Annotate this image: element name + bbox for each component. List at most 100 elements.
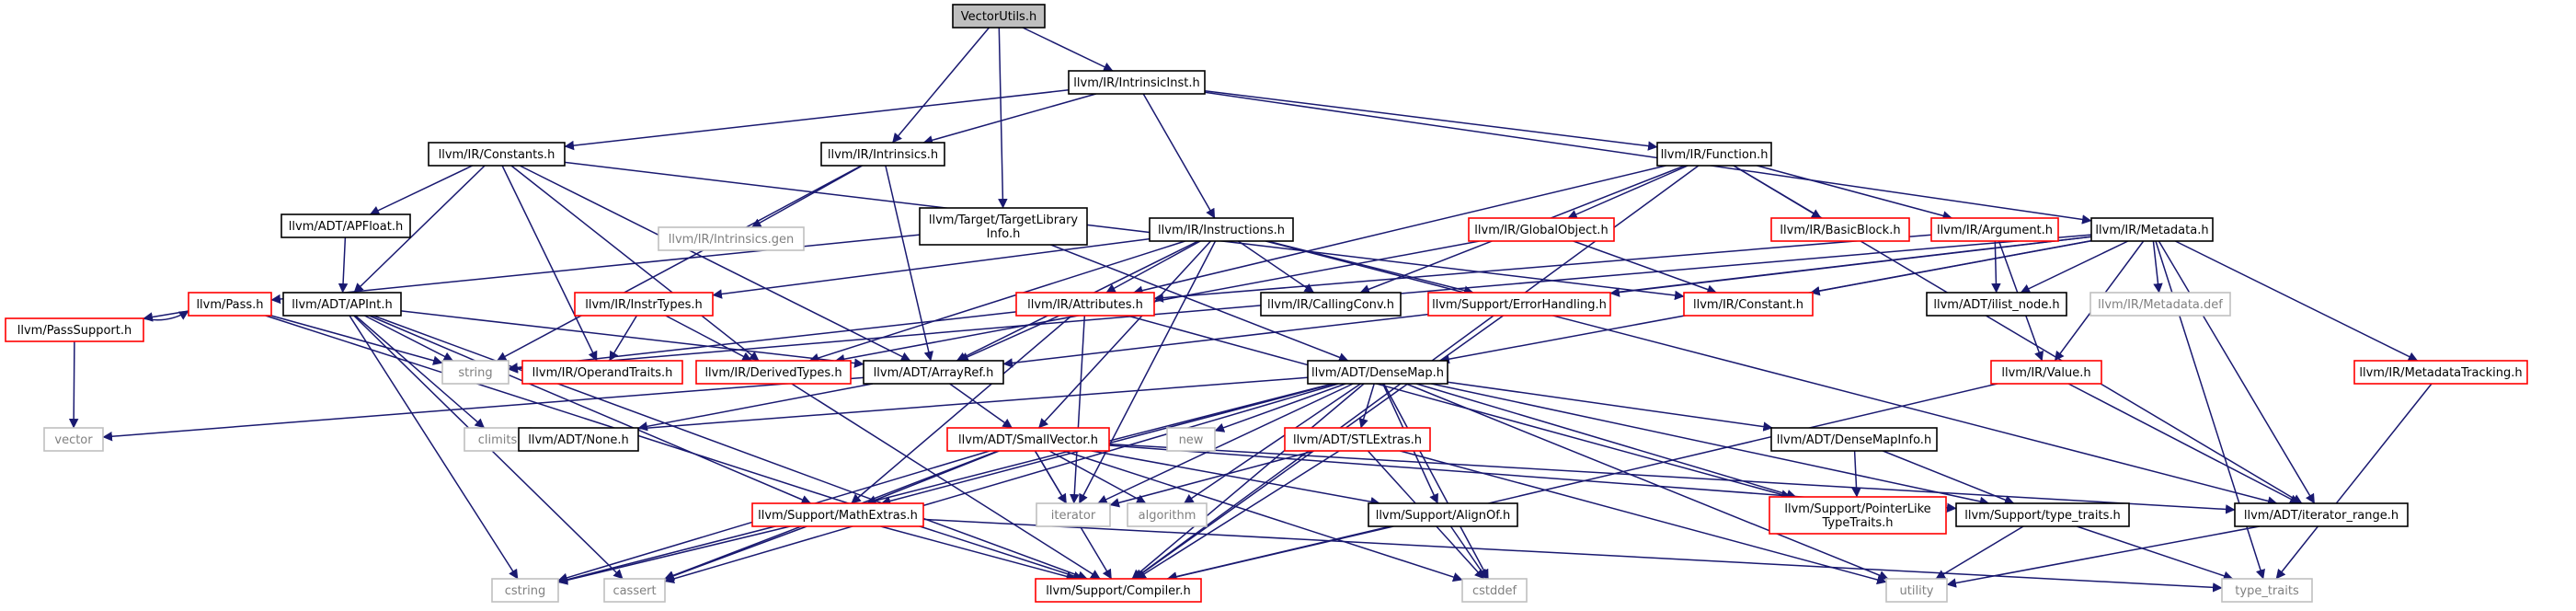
node-typetraitsh[interactable]: llvm/Support/type_traits.h xyxy=(1955,502,2130,527)
edge-densemapinfo-to-pointerlike xyxy=(1851,450,1861,498)
node-box-passsupport xyxy=(5,317,144,342)
node-label-intrinsics: llvm/IR/Intrinsics.h xyxy=(828,148,938,162)
edge-targetlib-to-pass xyxy=(270,234,921,305)
nodes-layer: VectorUtils.h llvm/IR/IntrinsicInst.h llvm… xyxy=(5,4,2528,603)
node-intrinsicinst[interactable]: llvm/IR/IntrinsicInst.h xyxy=(1068,70,1206,95)
node-label-cstddef: cstddef xyxy=(1472,584,1517,598)
edge-instructions-to-derivedtypes xyxy=(808,240,1185,363)
node-constants[interactable]: llvm/IR/Constants.h xyxy=(428,142,566,167)
node-errorhandling[interactable]: llvm/Support/ErrorHandling.h xyxy=(1427,292,1611,317)
node-box-intrinsicinst xyxy=(1068,70,1206,95)
node-iteratorrange[interactable]: llvm/ADT/iterator_range.h xyxy=(2234,502,2409,527)
node-apint[interactable]: llvm/ADT/APInt.h xyxy=(282,292,402,317)
edge-argument-to-ilistnode xyxy=(1991,240,2001,294)
node-alignof[interactable]: llvm/Support/AlignOf.h xyxy=(1368,502,1518,527)
node-irvalue[interactable]: llvm/IR/Value.h xyxy=(1990,360,2102,385)
node-box-arrayref xyxy=(863,360,1004,385)
edge-constants-to-operandtraits xyxy=(501,165,598,362)
node-passsupport[interactable]: llvm/PassSupport.h xyxy=(5,317,144,342)
node-basicblock[interactable]: llvm/IR/BasicBlock.h xyxy=(1770,217,1910,242)
node-densemapinfo[interactable]: llvm/ADT/DenseMapInfo.h xyxy=(1770,427,1938,452)
node-ilistnode[interactable]: llvm/ADT/ilist_node.h xyxy=(1926,292,2067,317)
node-label-iteratorrange: llvm/ADT/iterator_range.h xyxy=(2244,509,2399,523)
node-irconstant[interactable]: llvm/IR/Constant.h xyxy=(1683,292,1814,317)
edge-apint-to-cstring xyxy=(349,315,519,580)
edge-smallvector-to-cstddef xyxy=(1063,450,1463,582)
node-label-vectorutils: VectorUtils.h xyxy=(961,10,1036,24)
node-cstring: cstring xyxy=(491,578,559,603)
node-operandtraits[interactable]: llvm/IR/OperandTraits.h xyxy=(521,360,683,385)
node-smallvector[interactable]: llvm/ADT/SmallVector.h xyxy=(946,427,1110,452)
node-label-instrtypes: llvm/IR/InstrTypes.h xyxy=(585,298,703,312)
node-stlextras[interactable]: llvm/ADT/STLExtras.h xyxy=(1284,427,1431,452)
node-globalobject[interactable]: llvm/IR/GlobalObject.h xyxy=(1468,217,1615,242)
node-box-metadata xyxy=(2090,217,2214,242)
edge-constants-to-apfloat xyxy=(369,165,474,215)
node-label-utility: utility xyxy=(1900,584,1934,598)
node-label-operandtraits: llvm/IR/OperandTraits.h xyxy=(532,366,673,380)
node-metadatatracking[interactable]: llvm/IR/MetadataTracking.h xyxy=(2353,360,2528,385)
node-label-globalobject: llvm/IR/GlobalObject.h xyxy=(1474,224,1608,237)
node-iterator: iterator xyxy=(1036,502,1111,527)
edge-irvalue-to-iteratorrange xyxy=(2067,383,2300,504)
node-box-stlextras xyxy=(1284,427,1431,452)
node-box-argument xyxy=(1930,217,2059,242)
node-label-intrinsicsgen: llvm/IR/Intrinsics.gen xyxy=(669,233,795,247)
node-label-pointerlike: TypeTraits.h xyxy=(1821,516,1893,530)
edge-apint-to-compiler xyxy=(372,315,1088,581)
node-box-pointerlike xyxy=(1769,496,1947,535)
node-box-metadatadef xyxy=(2089,292,2231,317)
node-label-iterator: iterator xyxy=(1051,509,1096,523)
node-pass[interactable]: llvm/Pass.h xyxy=(188,292,272,317)
node-derivedtypes[interactable]: llvm/IR/DerivedTypes.h xyxy=(695,360,852,385)
node-intrinsics[interactable]: llvm/IR/Intrinsics.h xyxy=(820,142,945,167)
node-label-irconstant: llvm/IR/Constant.h xyxy=(1693,298,1803,312)
node-densemap[interactable]: llvm/ADT/DenseMap.h xyxy=(1307,360,1448,385)
node-apfloat[interactable]: llvm/ADT/APFloat.h xyxy=(280,213,411,238)
node-vectorutils[interactable]: VectorUtils.h xyxy=(952,4,1046,29)
node-intrinsicsgen: llvm/IR/Intrinsics.gen xyxy=(658,226,805,251)
node-label-ilistnode: llvm/ADT/ilist_node.h xyxy=(1933,298,2059,312)
node-label-algorithm: algorithm xyxy=(1139,509,1196,523)
node-box-alignof xyxy=(1368,502,1518,527)
edge-intrinsics-to-arrayref xyxy=(885,165,933,362)
edge-function-to-globalobject xyxy=(1567,165,1689,219)
node-label-apfloat: llvm/ADT/APFloat.h xyxy=(289,220,403,234)
node-label-basicblock: llvm/IR/BasicBlock.h xyxy=(1780,224,1900,237)
edge-arrayref-to-none xyxy=(637,383,874,432)
edge-densemap-to-cassert xyxy=(664,383,1339,584)
node-attributes[interactable]: llvm/IR/Attributes.h xyxy=(1015,292,1155,317)
node-box-string xyxy=(441,360,509,385)
node-instructions[interactable]: llvm/IR/Instructions.h xyxy=(1149,217,1294,242)
node-metadata[interactable]: llvm/IR/Metadata.h xyxy=(2090,217,2214,242)
node-mathextras[interactable]: llvm/Support/MathExtras.h xyxy=(751,502,924,527)
node-function[interactable]: llvm/IR/Function.h xyxy=(1656,142,1772,167)
edge-densemap-to-new xyxy=(1214,383,1346,432)
node-label-arrayref: llvm/ADT/ArrayRef.h xyxy=(874,366,994,380)
node-vector: vector xyxy=(43,427,104,452)
node-callingconv[interactable]: llvm/IR/CallingConv.h xyxy=(1260,292,1402,317)
node-argument[interactable]: llvm/IR/Argument.h xyxy=(1930,217,2059,242)
edge-passsupport-to-pass xyxy=(143,310,189,321)
edge-densemap-to-compiler xyxy=(1131,383,1365,580)
node-box-smallvector xyxy=(946,427,1110,452)
node-label-metadatadef: llvm/IR/Metadata.def xyxy=(2098,298,2223,312)
node-compiler[interactable]: llvm/Support/Compiler.h xyxy=(1035,578,1202,603)
node-label-intrinsicinst: llvm/IR/IntrinsicInst.h xyxy=(1073,76,1199,90)
node-box-function xyxy=(1656,142,1772,167)
edge-vectorutils-to-intrinsicinst xyxy=(1022,27,1114,72)
node-label-argument: llvm/IR/Argument.h xyxy=(1937,224,2053,237)
node-box-basicblock xyxy=(1770,217,1910,242)
node-box-algorithm xyxy=(1127,502,1208,527)
node-box-globalobject xyxy=(1468,217,1615,242)
node-instrtypes[interactable]: llvm/IR/InstrTypes.h xyxy=(574,292,714,317)
node-arrayref[interactable]: llvm/ADT/ArrayRef.h xyxy=(863,360,1004,385)
edge-smallvector-to-alignof xyxy=(1091,450,1380,507)
node-label-apint: llvm/ADT/APInt.h xyxy=(292,298,392,312)
node-none[interactable]: llvm/ADT/None.h xyxy=(518,427,639,452)
edge-vectorutils-to-intrinsics xyxy=(891,27,990,144)
edge-instructions-to-attributes xyxy=(1105,240,1201,294)
